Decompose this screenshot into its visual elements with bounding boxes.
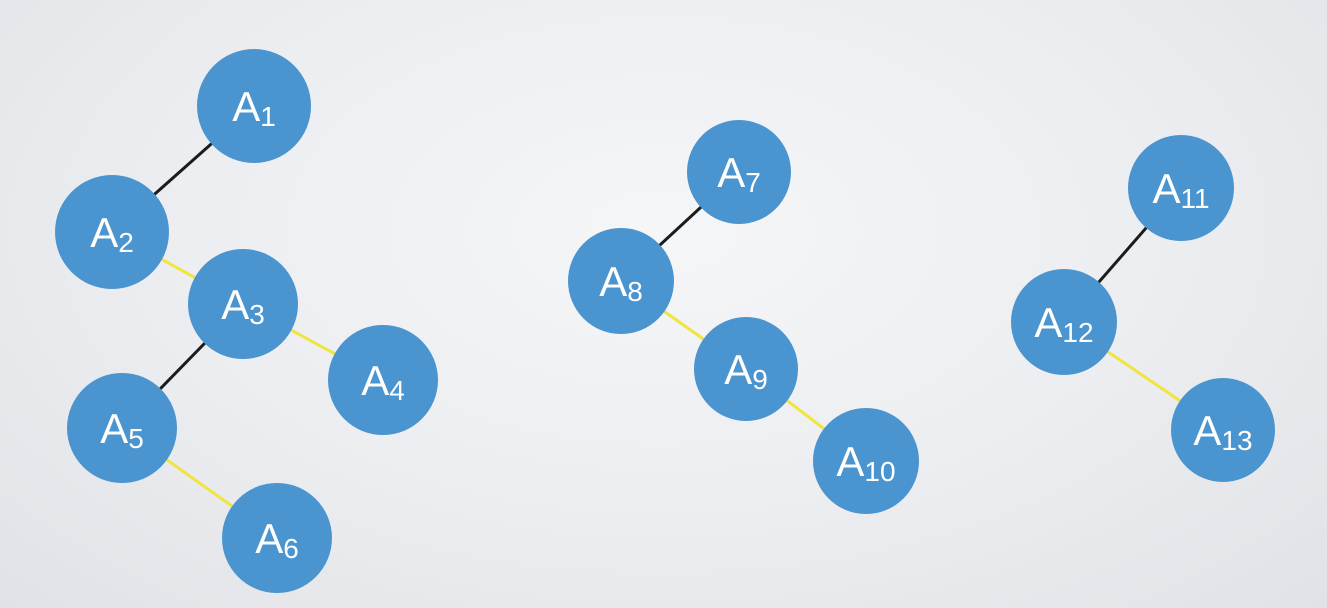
node-A8: A8 [568, 228, 674, 334]
node-A7: A7 [687, 120, 791, 224]
node-circle-A6 [222, 483, 332, 593]
node-A10: A10 [813, 408, 919, 514]
node-circle-A13 [1171, 378, 1275, 482]
node-A12: A12 [1011, 269, 1117, 375]
node-circle-A3 [188, 249, 298, 359]
node-A2: A2 [55, 175, 169, 289]
node-A11: A11 [1128, 135, 1234, 241]
node-A9: A9 [694, 317, 798, 421]
node-circle-A8 [568, 228, 674, 334]
node-circle-A11 [1128, 135, 1234, 241]
node-A3: A3 [188, 249, 298, 359]
node-circle-A1 [197, 49, 311, 163]
node-A5: A5 [67, 373, 177, 483]
node-circle-A2 [55, 175, 169, 289]
node-A4: A4 [328, 325, 438, 435]
node-A1: A1 [197, 49, 311, 163]
node-A13: A13 [1171, 378, 1275, 482]
node-circle-A10 [813, 408, 919, 514]
node-circle-A9 [694, 317, 798, 421]
node-circle-A4 [328, 325, 438, 435]
node-circle-A5 [67, 373, 177, 483]
node-A6: A6 [222, 483, 332, 593]
node-circle-A7 [687, 120, 791, 224]
node-circle-A12 [1011, 269, 1117, 375]
